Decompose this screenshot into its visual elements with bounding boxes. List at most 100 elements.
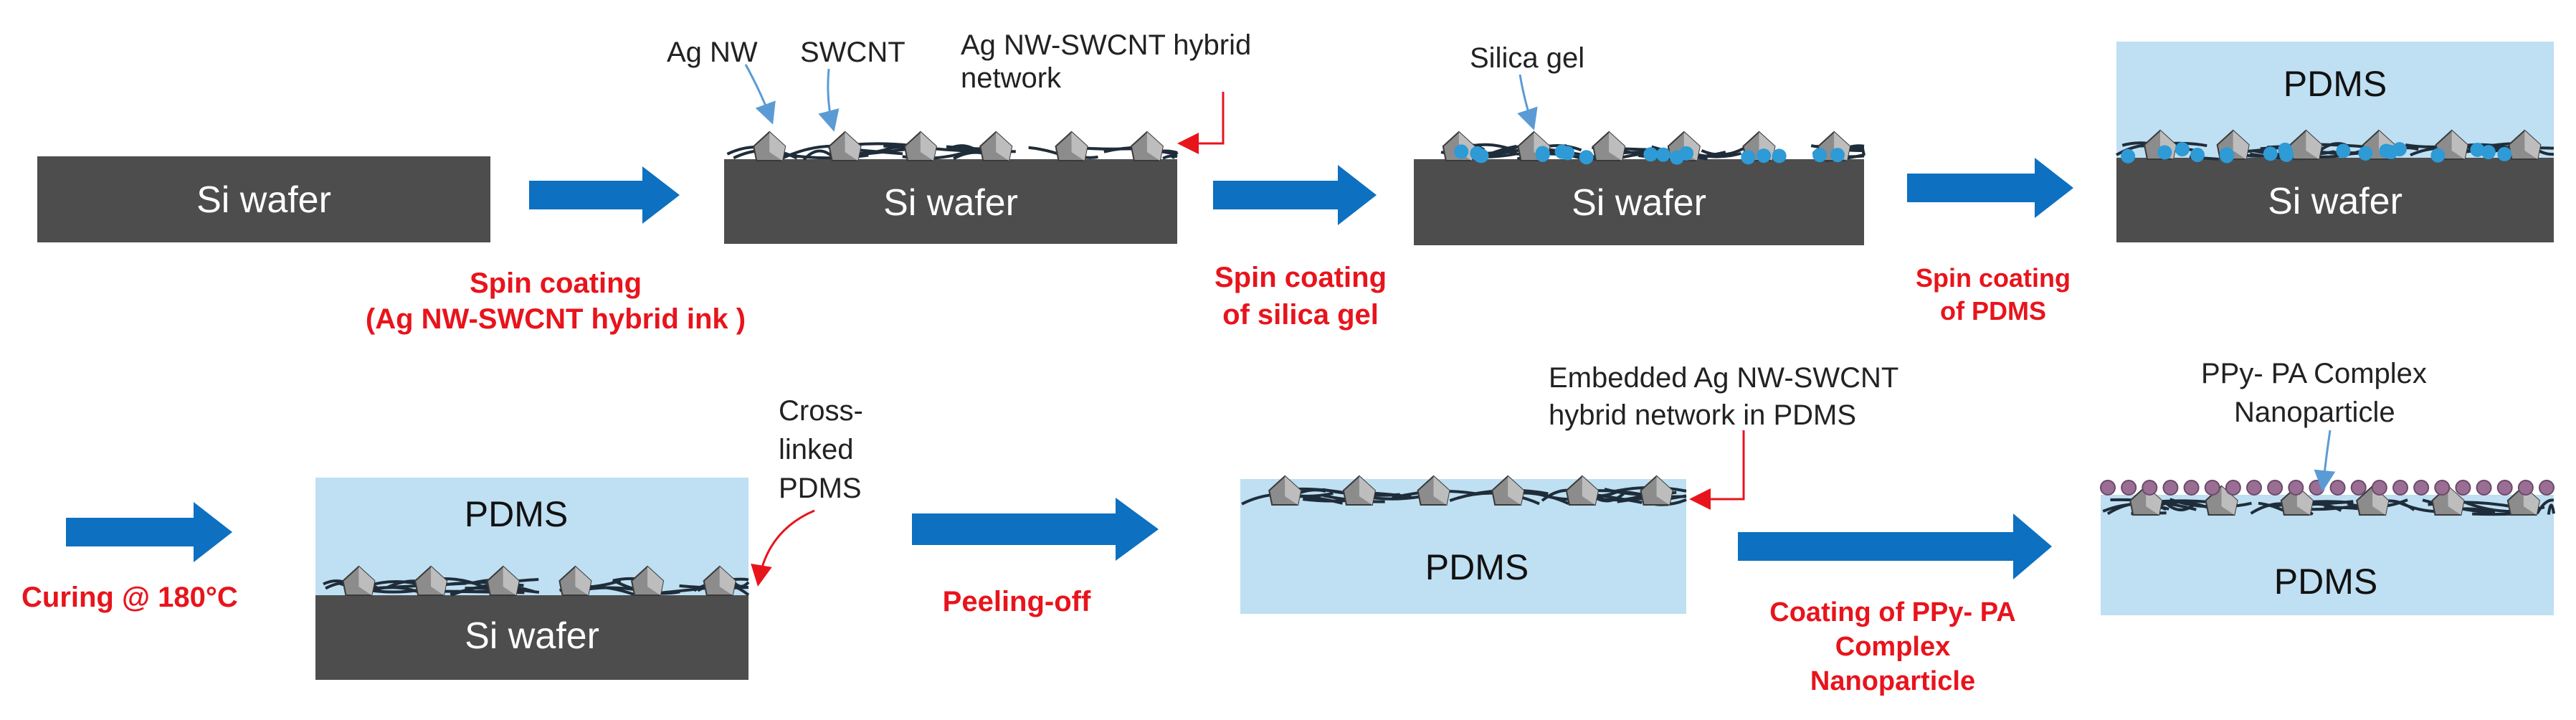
si-wafer-block — [724, 159, 1177, 244]
ag-nw-leader — [744, 64, 776, 125]
ag-nanowire-facet — [2451, 131, 2468, 159]
ag-nanowire-facet — [996, 132, 1012, 161]
silica-gel-leader — [1517, 74, 1538, 131]
process-arrow — [1907, 158, 2073, 218]
ppy-pa-nanoparticle — [2496, 480, 2513, 496]
silica-gel-particle — [1772, 148, 1787, 164]
ppy-pa-nanoparticle — [2121, 480, 2137, 496]
silica-gel-particle — [1470, 146, 1485, 161]
ag-nanowire-facet — [845, 132, 861, 161]
ppy-pa-nanoparticle — [2350, 480, 2367, 496]
ppy-pa-nanoparticle — [2392, 480, 2408, 496]
si-wafer-block — [2116, 158, 2554, 242]
silica-gel-particle — [2121, 148, 2136, 164]
silica-gel-particle — [2497, 146, 2512, 161]
hybrid-network-layer — [323, 565, 750, 597]
stage-final: PDMS — [2100, 480, 2555, 615]
silica-gel-particle — [2190, 147, 2205, 162]
pdms-label: PDMS — [1425, 547, 1529, 587]
silica-gel-particle — [1757, 148, 1772, 164]
ag-nanowire-facet — [1656, 476, 1673, 505]
step-pdms-label: Spin coating — [1916, 263, 2071, 293]
ppy-pa-nanoparticle — [2476, 480, 2492, 496]
step-coating-label: Coating of PPy- PA — [1769, 597, 2015, 627]
silica-gel-particle — [1812, 148, 1828, 163]
step-spin-coating-label: Spin coating — [470, 267, 642, 299]
ag-nanowire-facet — [2448, 486, 2464, 515]
swcnt-label: SWCNT — [800, 37, 906, 68]
hybrid-network-layer — [726, 131, 1179, 162]
hybrid-network-layer — [2116, 129, 2554, 164]
ppy-pa-nanoparticle — [2309, 480, 2325, 496]
swcnt-wire — [2547, 503, 2555, 515]
ag-nanowire-facet — [575, 567, 591, 595]
ppy-pa-nanoparticle — [2225, 480, 2241, 496]
ag-nanowire-facet — [647, 567, 664, 595]
ag-nanowire-facet — [1508, 476, 1524, 505]
silica-gel-particle — [2392, 142, 2407, 157]
ppy-pa-nanoparticle — [2267, 480, 2283, 496]
step-spin-coating-ink-label: (Ag NW-SWCNT hybrid ink ) — [366, 303, 746, 335]
silica-gel-particle — [2358, 146, 2373, 161]
ag-nanowire-facet — [1146, 132, 1163, 161]
silica-gel-particle — [2175, 142, 2190, 157]
ag-nanowire-facet — [1609, 132, 1625, 161]
stage-silica-gel: Si wafer — [1414, 131, 1866, 245]
silica-gel-particle — [2336, 143, 2351, 158]
ppy-pa-nanoparticle — [2371, 480, 2387, 496]
ag-nanowire-facet — [1359, 476, 1375, 505]
stage-hybrid-network: Si wafer — [724, 131, 1179, 244]
ag-nanowire-facet — [769, 132, 786, 161]
ppy-pa-nanoparticle — [2204, 480, 2220, 496]
embedded-network-label: Embedded Ag NW-SWCNT — [1549, 362, 1898, 394]
si-wafer-block — [37, 156, 490, 242]
pdms-label: PDMS — [2274, 562, 2377, 602]
pdms-block — [315, 478, 748, 595]
silica-gel-particle — [1454, 144, 1469, 159]
crosslinked-label-2: linked — [779, 434, 854, 465]
ppy-pa-nanoparticle — [2288, 480, 2304, 496]
ag-nanowire-facet — [1433, 476, 1450, 505]
silica-gel-particle — [2278, 142, 2293, 157]
ppy-label-2: Nanoparticle — [2234, 397, 2395, 428]
swcnt-wire — [2536, 498, 2554, 514]
si-wafer-label: Si wafer — [2268, 181, 2402, 222]
ppy-pa-nanoparticle — [2246, 480, 2262, 496]
swcnt-wire — [1162, 154, 1178, 160]
si-wafer-block — [1414, 159, 1864, 245]
step-silica-label-2: of silica gel — [1222, 299, 1379, 331]
process-arrow — [1738, 513, 2052, 579]
ag-nanowire-facet — [2306, 131, 2322, 159]
embedded-network-callout — [1689, 430, 1745, 510]
si-wafer-label: Si wafer — [883, 182, 1018, 224]
silica-gel-particle — [1643, 147, 1658, 162]
ag-nanowire-facet — [1582, 476, 1598, 505]
process-arrow — [1213, 165, 1377, 225]
silica-gel-particle — [2481, 145, 2496, 160]
step-pdms-label-2: of PDMS — [1940, 296, 2046, 326]
crosslinked-callout — [751, 509, 815, 587]
ag-nanowire-facet — [358, 567, 375, 595]
ppy-pa-nanoparticle — [2413, 480, 2430, 496]
ppy-pa-nanoparticle — [2100, 480, 2116, 496]
pdms-block — [2116, 42, 2554, 158]
stage-bare-wafer: Si wafer — [37, 156, 490, 242]
hybrid-network-label-2: network — [961, 62, 1062, 94]
hybrid-network-layer — [1440, 131, 1866, 165]
silica-gel-label: Silica gel — [1470, 42, 1584, 74]
swcnt-wire — [1171, 151, 1179, 159]
silica-gel-particle — [1579, 150, 1594, 165]
ag-nanowire-facet — [503, 567, 519, 595]
ppy-pa-nanoparticle — [2329, 480, 2346, 496]
embedded-network-label-2: hybrid network in PDMS — [1549, 399, 1856, 431]
ag-nanowire-facet — [920, 132, 936, 161]
ag-nanowire-facet — [431, 567, 447, 595]
ppy-label: PPy- PA Complex — [2201, 358, 2427, 389]
pdms-label: PDMS — [2283, 64, 2387, 104]
silica-gel-particle — [2157, 145, 2172, 160]
silica-gel-particle — [1655, 147, 1670, 162]
pdms-label: PDMS — [465, 494, 568, 534]
ppy-leader — [2314, 430, 2336, 492]
hybrid-network-layer — [1241, 475, 1687, 506]
